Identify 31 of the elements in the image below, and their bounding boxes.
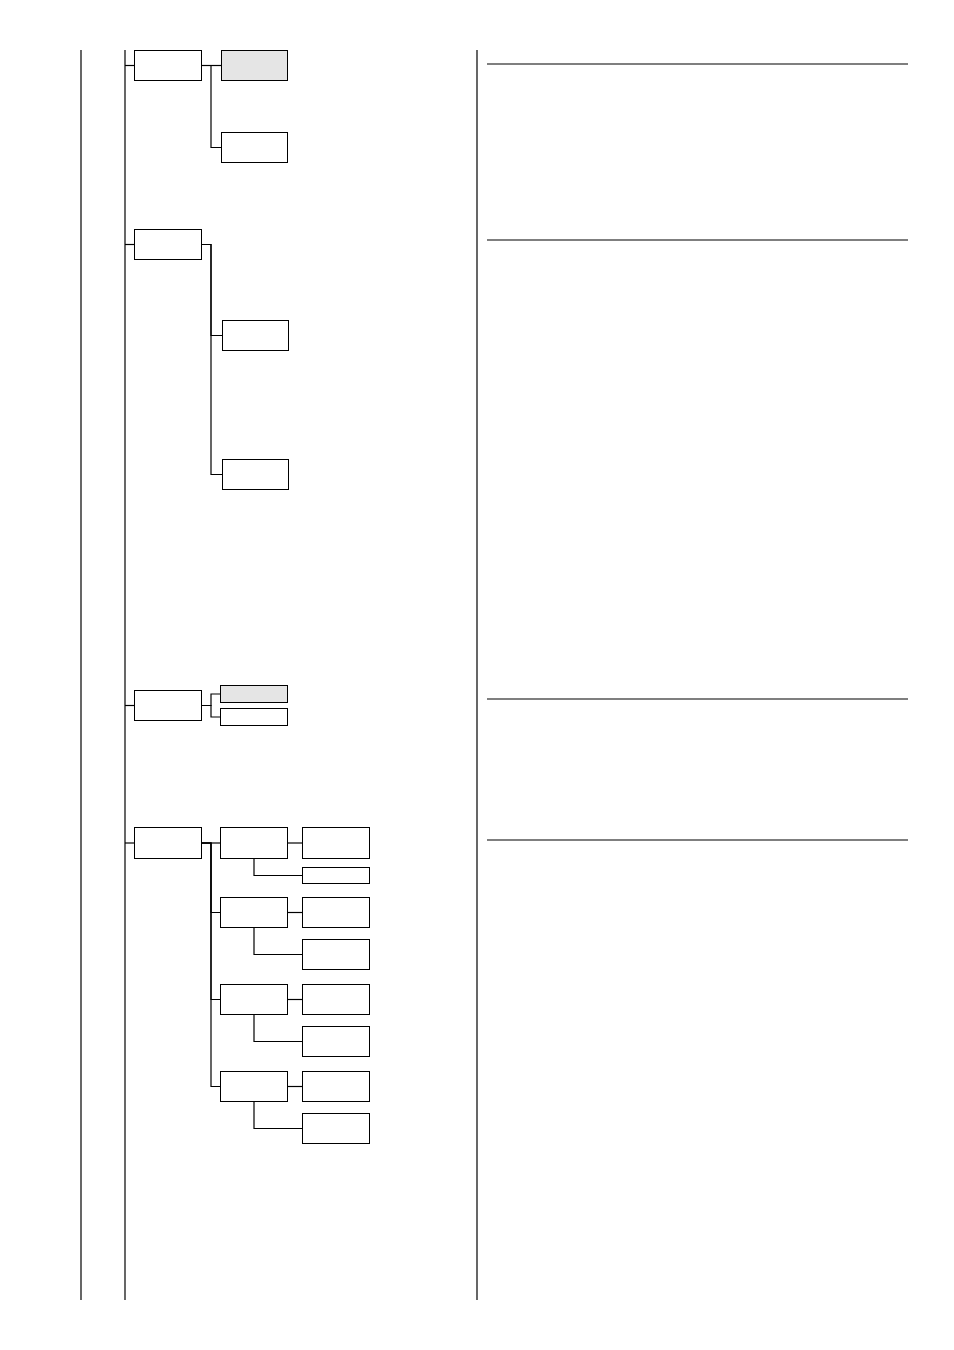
- empty-box: [302, 1071, 370, 1102]
- connector-line: [253, 927, 303, 956]
- empty-box: [134, 690, 202, 721]
- empty-box: [302, 867, 370, 884]
- connector-line: [124, 842, 135, 844]
- empty-box: [302, 897, 370, 928]
- connector-line: [253, 1014, 303, 1043]
- connector-line: [287, 842, 303, 844]
- empty-box: [220, 685, 288, 703]
- empty-box: [302, 827, 370, 859]
- empty-box: [134, 827, 202, 859]
- empty-box: [134, 229, 202, 260]
- empty-box: [302, 984, 370, 1015]
- connector-line: [201, 64, 222, 149]
- empty-box: [220, 897, 288, 928]
- empty-box: [222, 320, 289, 351]
- connector-line: [201, 243, 223, 476]
- empty-box: [220, 984, 288, 1015]
- empty-box: [220, 1071, 288, 1102]
- empty-box: [302, 939, 370, 970]
- connector-line: [253, 858, 303, 877]
- empty-box: [220, 708, 288, 726]
- empty-box: [302, 1113, 370, 1144]
- empty-box: [220, 827, 288, 859]
- connector-line: [253, 1101, 303, 1130]
- empty-box: [222, 459, 289, 490]
- empty-box: [302, 1026, 370, 1057]
- empty-box: [134, 50, 202, 81]
- empty-box: [221, 50, 288, 81]
- empty-box: [221, 132, 288, 163]
- connector-line: [201, 842, 221, 1088]
